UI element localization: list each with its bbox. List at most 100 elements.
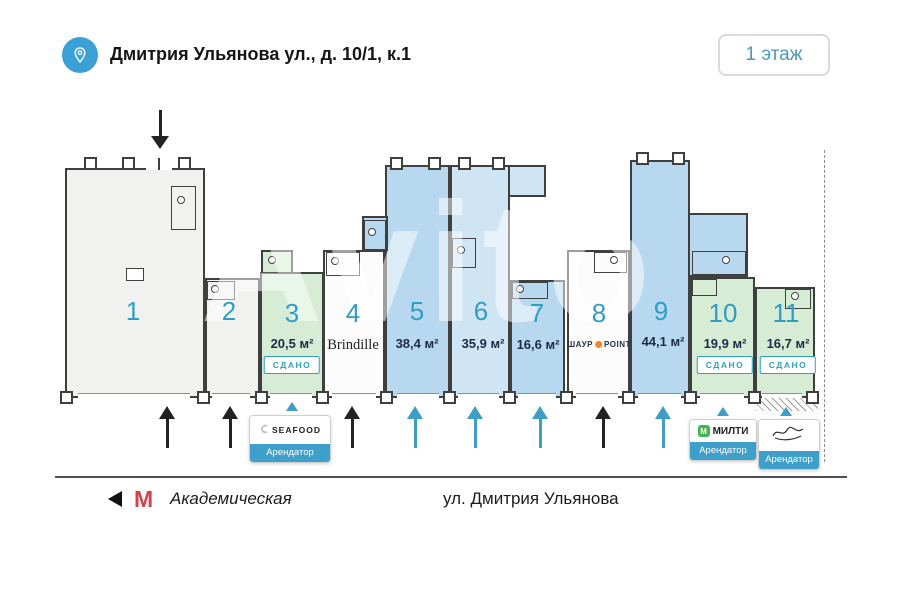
- unit-7-number: 7: [529, 298, 545, 328]
- wall-pier: [428, 157, 441, 170]
- bathroom: [692, 251, 746, 275]
- entrance-arrow-teal: [407, 406, 423, 448]
- wall-pier: [316, 391, 329, 404]
- wall-pier: [748, 391, 761, 404]
- wall-pier: [503, 391, 516, 404]
- door-tick: [158, 158, 160, 170]
- bathroom: [512, 282, 548, 299]
- wall-pier: [560, 391, 573, 404]
- window-segment: [212, 393, 250, 398]
- tenant-role-label: Арендатор: [690, 442, 756, 460]
- window-segment: [762, 393, 802, 398]
- window-segment: [78, 393, 190, 398]
- unit-7-room: [510, 280, 565, 398]
- wall-pier: [636, 152, 649, 165]
- entrance-arrow-black: [595, 406, 611, 448]
- unit-9-number: 9: [653, 296, 669, 326]
- milti-logo-icon: М: [697, 425, 710, 437]
- unit-5-number: 5: [409, 296, 425, 326]
- unit-6-wing: [508, 165, 546, 197]
- entrance-arrow-black: [159, 406, 175, 448]
- window-segment: [397, 393, 439, 398]
- wall-pier: [380, 391, 393, 404]
- unit-10-status-badge: СДАНО: [696, 356, 754, 374]
- tenant-card-milti: М МИЛТИ Арендатор: [689, 419, 757, 461]
- unit-4-tenant-brindille: Brindille: [327, 337, 379, 353]
- unit-10-number: 10: [708, 298, 738, 328]
- unit-7-area: 16,6 м²: [516, 337, 560, 352]
- sink-fixture-icon: [368, 228, 376, 236]
- metro-logo-icon: М: [134, 486, 154, 512]
- unit-3-room: [260, 272, 324, 398]
- sink-fixture-icon: [516, 285, 524, 293]
- sink-fixture-icon: [177, 196, 185, 204]
- window-segment: [458, 393, 499, 398]
- tenant-card-signature: Арендатор: [758, 419, 820, 470]
- wall-pier: [492, 157, 505, 170]
- page-title-address: Дмитрия Ульянова ул., д. 10/1, к.1: [110, 44, 412, 64]
- wall-pier: [684, 391, 697, 404]
- bathroom: [207, 281, 235, 300]
- unit-9-room: [630, 160, 690, 398]
- property-boundary: [824, 150, 825, 462]
- wall-pier: [60, 391, 73, 404]
- wall-pier: [390, 157, 403, 170]
- wall-pier: [255, 391, 268, 404]
- bathroom: [785, 289, 811, 309]
- street-name: ул. Дмитрия Ульянова: [443, 489, 619, 508]
- signature-logo-icon: [769, 425, 809, 446]
- window-segment: [576, 393, 618, 398]
- tenant-name: SEAFOOD: [271, 425, 322, 435]
- floor-selector-badge[interactable]: 1 этаж: [718, 34, 830, 76]
- entrance-arrow-teal: [655, 406, 671, 448]
- shaur-text: ШАУР: [567, 340, 593, 349]
- window-segment: [638, 393, 681, 398]
- metro-station-name: Академическая: [170, 489, 292, 508]
- point-text: POINT: [603, 340, 631, 349]
- unit-8-number: 8: [591, 298, 607, 328]
- entrance-arrow-black: [222, 406, 238, 448]
- bathroom: [326, 252, 360, 276]
- wall-pier: [122, 157, 135, 170]
- unit-5-area: 38,4 м²: [395, 336, 439, 351]
- sink-fixture-icon: [610, 256, 618, 264]
- unit-6-area: 35,9 м²: [461, 336, 505, 351]
- unit-5-room: [385, 165, 450, 398]
- bathroom: [452, 238, 476, 268]
- wall-pier: [622, 391, 635, 404]
- unit-4-room: [323, 250, 385, 398]
- entrance-arrow-top: [151, 110, 169, 149]
- unit-11-number: 11: [772, 298, 800, 328]
- unit-11-status-badge: СДАНО: [759, 356, 817, 374]
- unit-1-room: [65, 168, 205, 398]
- window-segment: [270, 393, 312, 398]
- unit-4-number: 4: [345, 298, 361, 328]
- window-segment: [332, 393, 376, 398]
- wall-pier: [84, 157, 97, 170]
- bathroom: [364, 220, 386, 250]
- unit-3-status-badge: СДАНО: [263, 356, 321, 374]
- street-line: [55, 476, 847, 478]
- window-segment: [518, 393, 556, 398]
- unit-6-number: 6: [473, 296, 489, 326]
- wall-pier: [672, 152, 685, 165]
- unit-3-number: 3: [284, 298, 300, 328]
- window-segment: [700, 393, 744, 398]
- sink-fixture-icon: [331, 257, 339, 265]
- unit-8-tenant-shaurpoint: ШАУР POINT: [567, 340, 631, 349]
- entrance-arrow-teal: [467, 406, 483, 448]
- entrance-arrow-teal-small: [286, 402, 298, 411]
- unit-1-number: 1: [125, 296, 141, 326]
- sink-fixture-icon: [722, 256, 730, 264]
- tenant-role-label: Арендатор: [759, 451, 819, 469]
- wall-pier: [178, 157, 191, 170]
- tenant-role-label: Арендатор: [250, 444, 330, 462]
- unit-2-room: [205, 278, 260, 398]
- bathroom: [692, 279, 717, 296]
- unit-8-room: [567, 250, 630, 398]
- wall-pier: [458, 157, 471, 170]
- entrance-arrow-teal: [532, 406, 548, 448]
- location-pin-icon: [62, 37, 98, 73]
- entrance-arrow-black: [344, 406, 360, 448]
- metro-direction-arrow-icon: [108, 491, 122, 507]
